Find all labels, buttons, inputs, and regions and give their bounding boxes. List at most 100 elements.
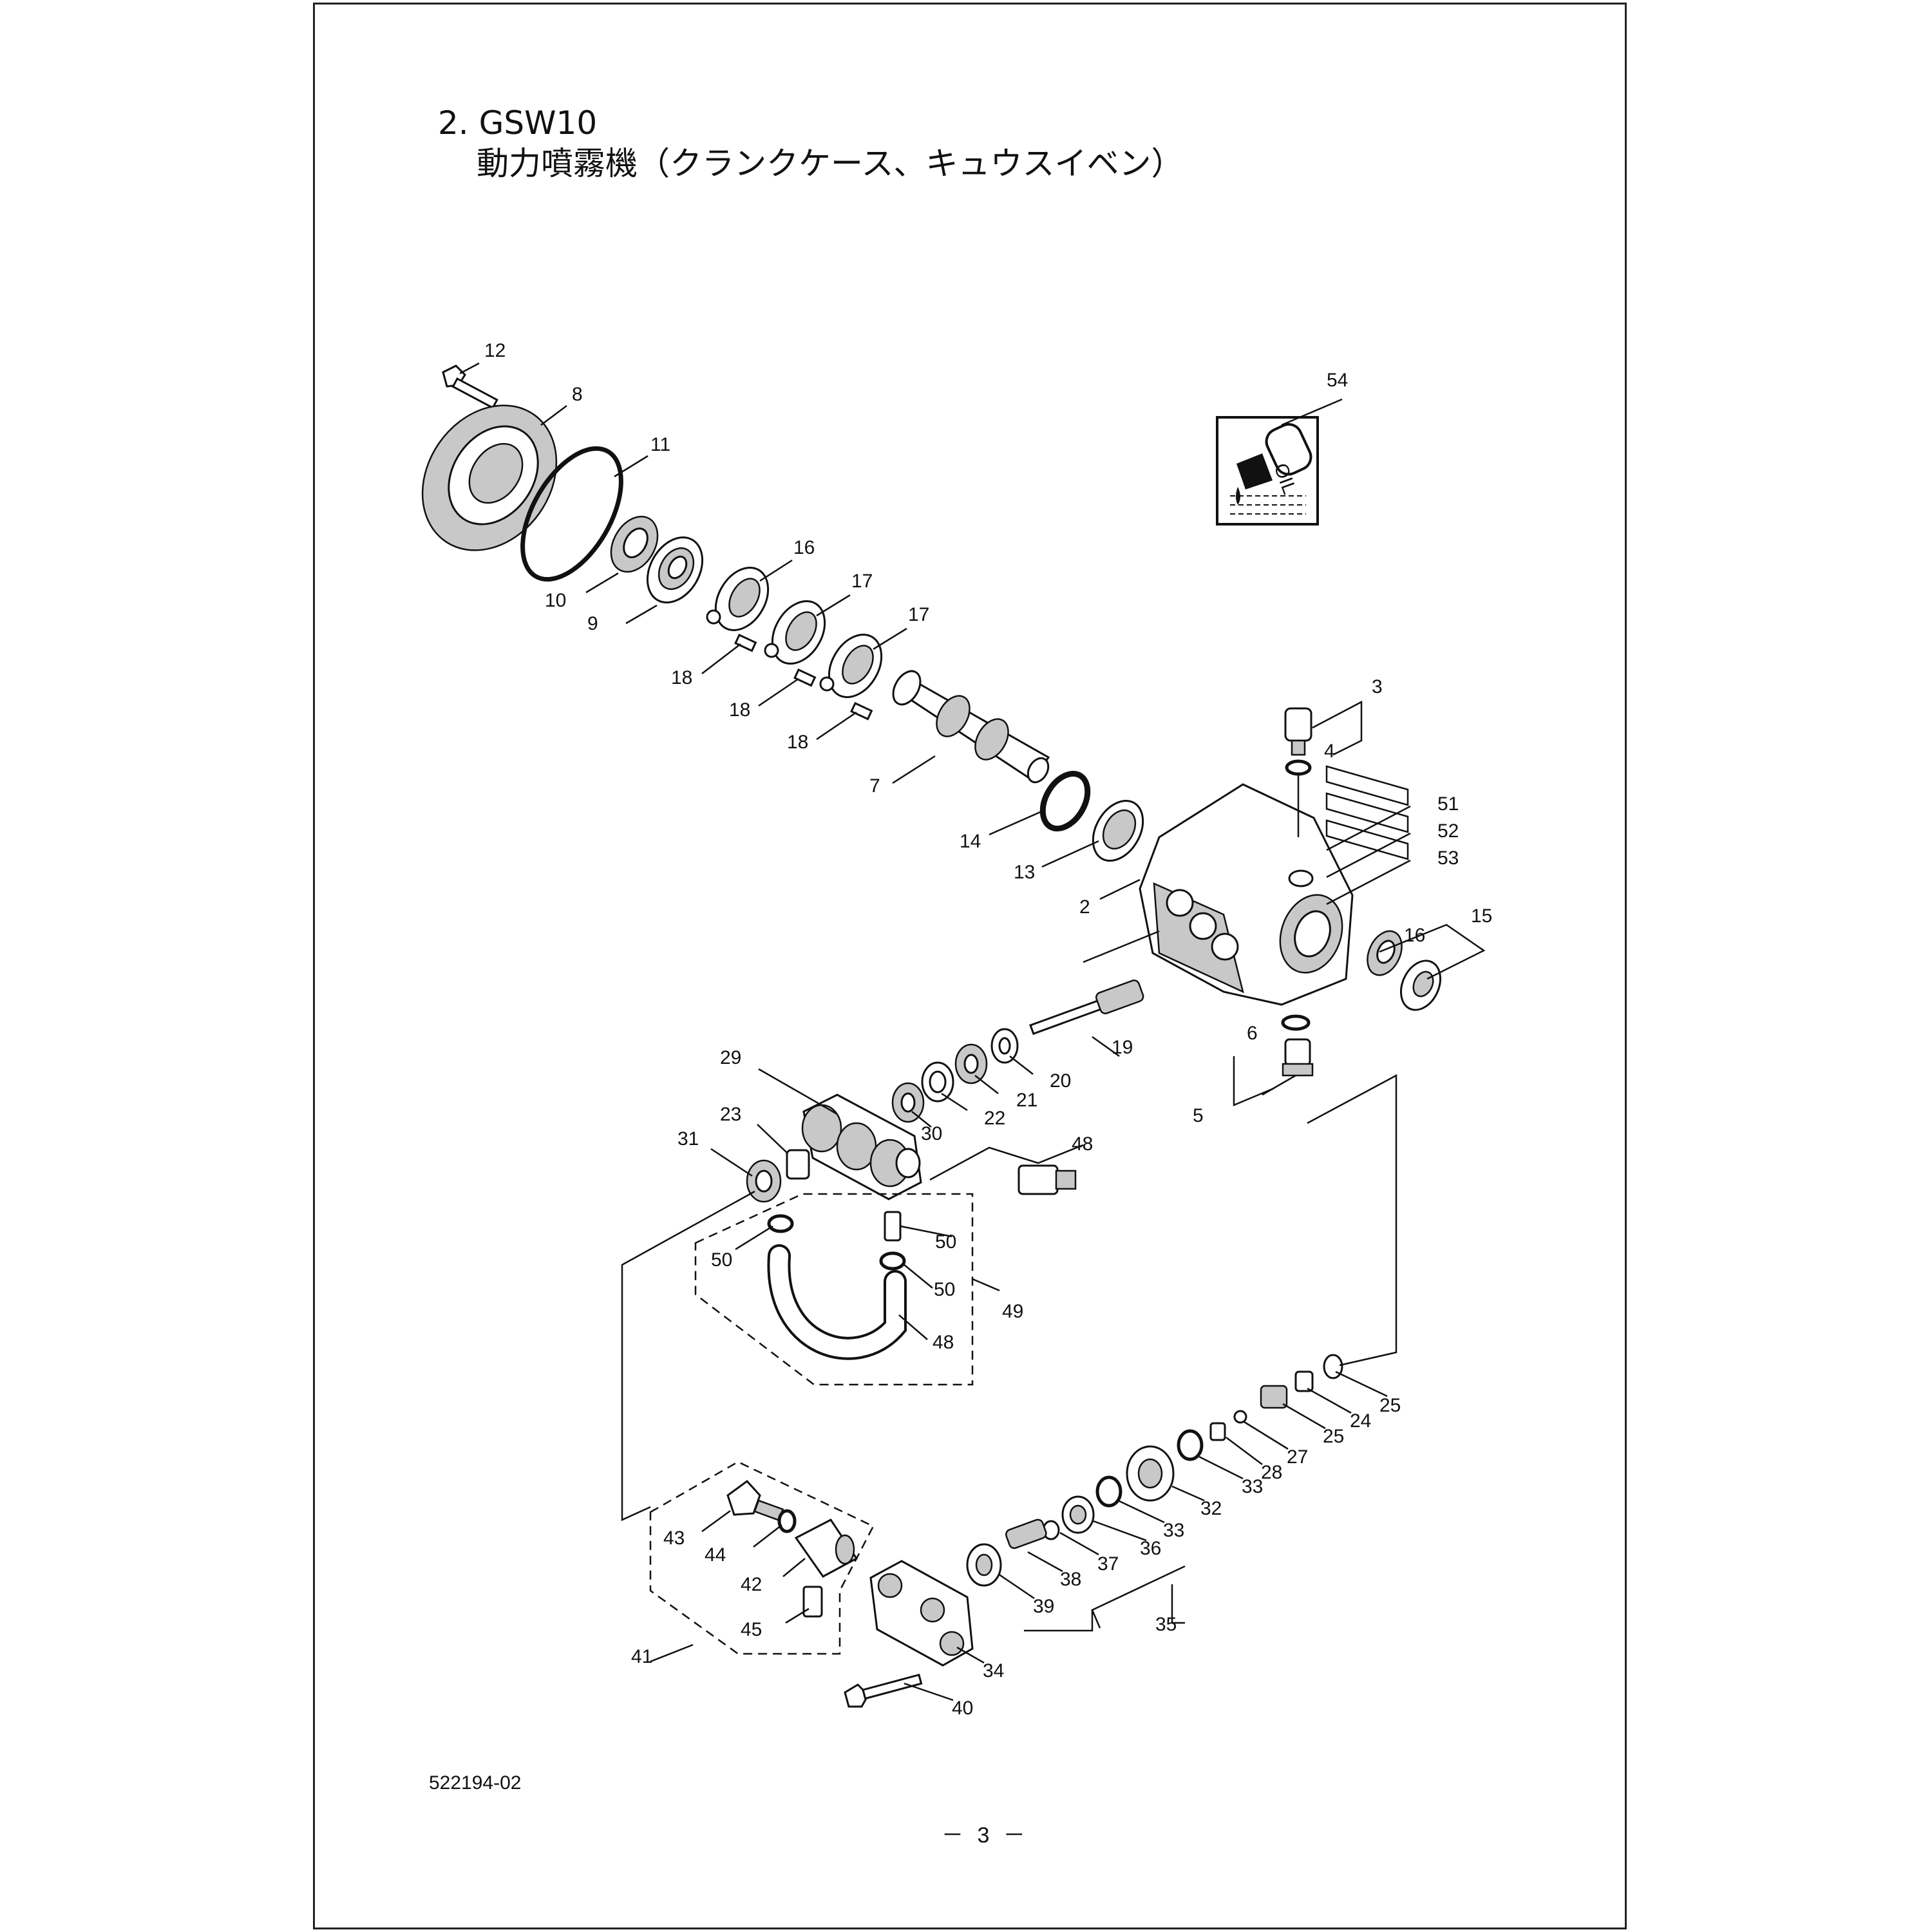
- nipple-46: [1018, 1164, 1077, 1195]
- label-42: 42: [741, 1574, 762, 1595]
- washer-20: [990, 1028, 1019, 1064]
- label-38: 38: [1060, 1569, 1081, 1590]
- callout-50b-label: 50: [934, 1279, 955, 1300]
- clamp-50b: [879, 1251, 906, 1271]
- cover-8: [421, 404, 558, 551]
- label-27: 27: [1287, 1446, 1308, 1468]
- callout-2: 2: [1079, 896, 1090, 918]
- sleeve-23: [786, 1149, 810, 1180]
- seal-16: [1367, 930, 1403, 976]
- callout-53: 53: [1437, 848, 1459, 869]
- callout-4: 4: [1324, 741, 1335, 762]
- callout-29: 29: [720, 1047, 741, 1068]
- callout-10: 10: [545, 590, 566, 611]
- pin-18b: [793, 668, 817, 687]
- o-ring-11: [520, 446, 623, 582]
- bolt-12: [442, 365, 498, 410]
- snap-ring-14: [1039, 770, 1091, 832]
- seal-31: [746, 1159, 782, 1203]
- callout-14: 14: [960, 831, 981, 852]
- manifold-29: [801, 1094, 922, 1200]
- o-ring-44: [777, 1509, 797, 1533]
- callout-7: 7: [869, 775, 880, 797]
- cage-39: [966, 1543, 1002, 1587]
- callout-20-label: 20: [1050, 1070, 1071, 1092]
- callout-5: 5: [1193, 1105, 1204, 1126]
- page-title-description: 動力噴霧機（クランクケース、キュウスイベン）: [477, 145, 1184, 182]
- label-34: 34: [983, 1660, 1004, 1681]
- spring-25: [1260, 1385, 1288, 1409]
- callout-30: 30: [921, 1123, 942, 1144]
- pin-18c: [850, 702, 873, 721]
- label-41: 41: [631, 1646, 652, 1667]
- callout-32: 32: [1200, 1498, 1222, 1519]
- callout-12: 12: [484, 340, 506, 361]
- oil-symbol: OIL: [1216, 416, 1319, 526]
- callout-9: 9: [587, 613, 598, 634]
- page-number: － 3 －: [942, 1823, 1029, 1848]
- hose-48: [767, 1244, 907, 1360]
- callout-11: 11: [650, 434, 670, 455]
- oil-can-icon: [1236, 422, 1312, 505]
- o-ring-6: [1281, 1014, 1311, 1031]
- lead-lines: [459, 362, 1486, 1701]
- callout-3: 3: [1372, 676, 1383, 697]
- callout-8: 8: [572, 384, 583, 405]
- washer-26: [1323, 1354, 1343, 1379]
- label-35: 35: [1155, 1614, 1177, 1635]
- callout-6: 6: [1247, 1023, 1258, 1044]
- valve-24: [1294, 1370, 1314, 1392]
- bearing-13: [1092, 799, 1144, 862]
- spring-38: [1005, 1519, 1047, 1549]
- label-45: 45: [741, 1619, 762, 1640]
- callout-17c: 17: [908, 604, 929, 625]
- callout-16-label: 16: [1404, 925, 1425, 946]
- valve-seat-36: [1061, 1495, 1095, 1534]
- page-title-model: 2. GSW10: [438, 104, 598, 142]
- callout-46: 48: [1072, 1133, 1093, 1155]
- o-ring-33b: [1095, 1475, 1122, 1508]
- label-28: 28: [1261, 1462, 1282, 1483]
- o-ring-33a: [1177, 1429, 1204, 1461]
- callout-49: 50: [935, 1231, 956, 1253]
- bolt-40: [844, 1673, 923, 1708]
- callout-18c: 18: [787, 732, 808, 753]
- callout-labels: 12 8 11 10 9 16 17 17 18 18 18 7 14 13 2…: [484, 340, 1492, 1541]
- body-42: [794, 1519, 858, 1578]
- oil-window-15: [1400, 960, 1441, 1011]
- callout-54: 54: [1327, 370, 1348, 391]
- callout-labels-lower: 48 24 25 27 28 36 37 38 39 35 34 40 41 4…: [631, 1332, 1371, 1719]
- callout-17b: 17: [851, 571, 873, 592]
- fitting-49: [884, 1211, 902, 1242]
- label-stack: [1325, 765, 1409, 860]
- bearing-9: [646, 536, 704, 603]
- pin-18a: [734, 634, 757, 652]
- cam-17a: [706, 567, 770, 631]
- callout-21: 21: [1016, 1090, 1037, 1111]
- plunger-19: [1029, 980, 1144, 1036]
- label-39: 39: [1033, 1596, 1054, 1617]
- seat-28: [1209, 1422, 1226, 1441]
- callout-15: 15: [1471, 905, 1492, 927]
- label-24: 24: [1350, 1410, 1371, 1432]
- callout-50a: 50: [711, 1249, 732, 1271]
- callout-18a: 18: [671, 667, 692, 688]
- callout-22: 22: [984, 1108, 1005, 1129]
- valve-body-34: [869, 1560, 974, 1667]
- cam-17b: [764, 600, 826, 665]
- label-36: 36: [1140, 1538, 1161, 1559]
- callout-33a: 33: [1242, 1476, 1263, 1497]
- clamp-50a: [767, 1214, 794, 1233]
- label-48: 48: [933, 1332, 954, 1353]
- page-frame: [313, 3, 1627, 1929]
- callout-17a: 16: [793, 537, 815, 558]
- drain-plug-5: [1282, 1015, 1314, 1077]
- ring-22: [921, 1061, 954, 1103]
- fitting-45: [802, 1586, 823, 1618]
- callout-26: 25: [1379, 1395, 1401, 1416]
- label-40: 40: [952, 1698, 973, 1719]
- callout-33b: 33: [1163, 1520, 1184, 1541]
- label-37: 37: [1097, 1553, 1119, 1575]
- o-ring-4: [1285, 759, 1312, 776]
